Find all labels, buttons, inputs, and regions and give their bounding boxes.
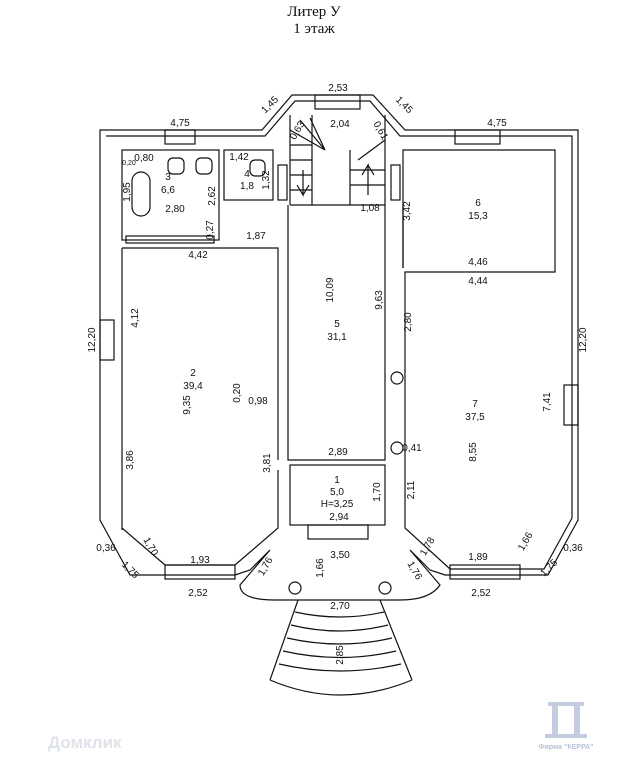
dim-label: 0,36	[96, 543, 116, 554]
dim-label: 2,85	[335, 645, 346, 665]
room-4-number: 4	[244, 169, 250, 180]
toilet-icon	[195, 157, 213, 175]
dim-label: 2,80	[403, 312, 414, 332]
liter-title: Литер У	[287, 4, 341, 20]
dim-label: 1,75	[119, 559, 141, 581]
dim-label: 1,66	[315, 558, 326, 578]
room-2-area: 39,4	[183, 381, 203, 392]
dim-label: 10,09	[325, 277, 336, 302]
column-icon	[390, 441, 404, 455]
dim-label: 2,80	[165, 204, 185, 215]
dim-label: 2,52	[471, 588, 491, 599]
dim-label: 3,86	[125, 450, 136, 470]
dim-label: 0,36	[563, 543, 583, 554]
room-1-height: H=3,25	[321, 499, 354, 510]
room-7-area: 37,5	[465, 412, 485, 423]
floor-title: 1 этаж	[293, 21, 335, 37]
dim-label: 4,12	[130, 308, 141, 328]
dim-label: 2,11	[406, 480, 417, 499]
dim-label: 2,89	[328, 447, 348, 458]
room-3-number: 3	[165, 172, 171, 183]
radiator-icon	[125, 235, 215, 244]
dim-label: 0,27	[205, 220, 216, 240]
dim-label: 0,98	[248, 396, 268, 407]
room-7-number: 7	[472, 399, 478, 410]
dim-label: 3,42	[402, 201, 413, 221]
column-icon	[390, 371, 404, 385]
room-3-walls	[121, 149, 220, 241]
dim-label: 2,52	[188, 588, 208, 599]
dim-label: 0,80	[134, 153, 154, 164]
dim-label: 0,20	[122, 160, 136, 167]
dim-label: 0,61	[371, 120, 390, 143]
room-6-number: 6	[475, 198, 481, 209]
dim-label: 1,95	[122, 182, 133, 202]
toilet-icon	[249, 159, 266, 177]
windows	[99, 94, 579, 580]
dim-label: 4,42	[188, 250, 208, 261]
room-1-number: 1	[334, 475, 340, 486]
dim-label: 8,55	[468, 442, 479, 462]
dim-label: 7,41	[542, 392, 553, 412]
firm-logo: Фирма "КЕРРА"	[539, 702, 594, 751]
room-5-walls	[287, 205, 404, 461]
room-6-area: 15,3	[468, 211, 488, 222]
firm-watermark: Фирма "КЕРРА"	[539, 744, 594, 751]
room-4-walls	[223, 149, 274, 201]
room-1-area: 5,0	[330, 487, 344, 498]
dim-label: 1,87	[246, 231, 266, 242]
dim-label: 1,08	[360, 203, 380, 214]
dim-label: 1,70	[372, 482, 383, 502]
dim-label: 12,20	[578, 327, 589, 352]
inner-wall	[106, 100, 573, 570]
outer-wall	[99, 94, 579, 601]
dim-label: 2,70	[330, 601, 350, 612]
dim-label: 1,32	[261, 170, 272, 190]
dim-label: 2,62	[207, 186, 218, 206]
room-3-area: 6,6	[161, 185, 175, 196]
dim-label: 0,20	[232, 383, 243, 403]
dim-label: 1,93	[190, 555, 210, 566]
dim-label: 1,66	[516, 530, 535, 553]
dim-label: 1,89	[468, 552, 488, 563]
dim-label: 2,53	[328, 83, 348, 94]
dim-label: 0,41	[402, 443, 422, 454]
room-5-number: 5	[334, 319, 340, 330]
dim-label: 2,04	[330, 119, 350, 130]
room-2-number: 2	[190, 368, 196, 379]
room-5-area: 31,1	[327, 332, 347, 343]
room-labels: 1 5,0 H=3,25 2 39,4 3 6,6 4 1,8 5 31,1 6…	[161, 169, 488, 510]
dim-label: 3,50	[330, 550, 350, 561]
toilet-icon	[167, 157, 185, 175]
dim-label: 9,35	[182, 395, 193, 415]
dim-label: 4,75	[170, 118, 190, 129]
dim-label: 4,46	[468, 257, 488, 268]
dim-label: 3,81	[262, 453, 273, 473]
dim-label: 4,75	[487, 118, 507, 129]
staircase	[277, 115, 401, 206]
bathtub-icon	[131, 171, 151, 217]
dim-label: 9,63	[374, 290, 385, 310]
room-4-area: 1,8	[240, 181, 254, 192]
radiator-icon	[390, 164, 401, 201]
dim-label: 1,45	[393, 94, 415, 116]
dim-label: 1,45	[259, 94, 281, 116]
entrance-steps	[269, 581, 413, 696]
domclick-watermark: Домклик	[48, 733, 122, 752]
dim-label: 1,42	[229, 152, 249, 163]
dim-label: 12,20	[87, 327, 98, 352]
radiator-icon	[277, 164, 288, 201]
dim-label: 2,94	[329, 512, 349, 523]
dim-label: 1,76	[256, 555, 275, 578]
dimension-labels: 2,53 1,45 1,45 4,75 4,75 2,04 0,63 0,61 …	[87, 83, 589, 665]
dim-label: 4,44	[468, 276, 488, 287]
dim-label: 1,75	[538, 557, 560, 579]
